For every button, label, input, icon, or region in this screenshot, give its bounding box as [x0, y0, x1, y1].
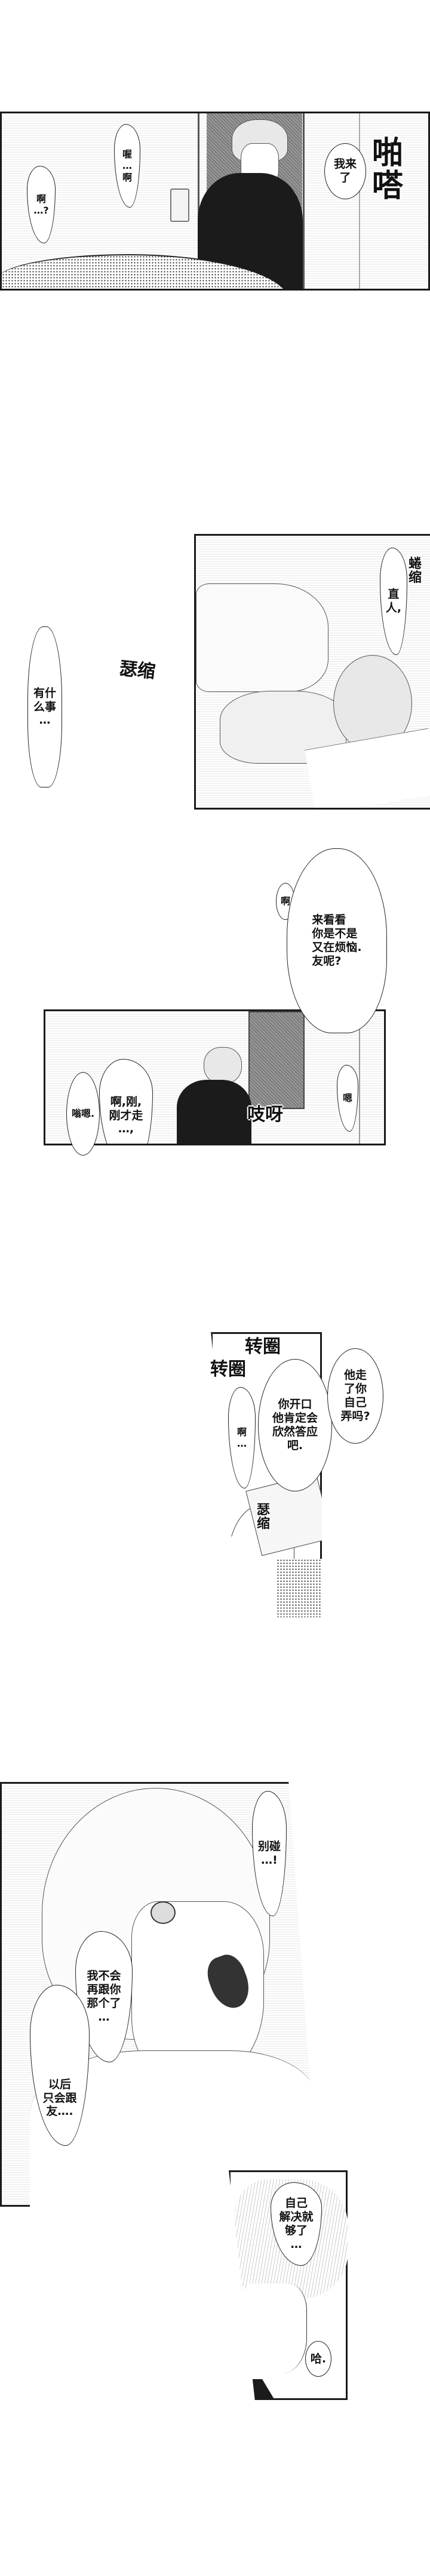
speech-bubble: 哈.	[305, 2341, 331, 2377]
panel-1: 喔 … 啊 啊 …? 我来 了 啪 嗒	[0, 112, 430, 291]
eye	[150, 1901, 176, 1924]
sound-effect: 瑟 缩	[257, 1503, 271, 1532]
door-frame-right	[303, 113, 305, 289]
panel-2: 直 人, 蜷 缩	[194, 534, 430, 810]
sound-effect: 转圈	[245, 1336, 281, 1357]
light-switch	[170, 189, 189, 222]
bubble-text: 自己 解决就 够了 …	[279, 2197, 314, 2251]
sound-effect: 啪 嗒	[372, 135, 404, 204]
sound-effect: 瑟缩	[118, 657, 156, 683]
speech-bubble: 喔 … 啊	[114, 124, 140, 208]
speech-bubble: 啊,刚, 刚才走 …,	[99, 1059, 153, 1144]
bubble-text: 嗡嗯.	[71, 1108, 95, 1120]
panel-6: 自己 解决就 够了 … 哈.	[229, 2170, 348, 2400]
bubble-text: 嗯	[342, 1092, 352, 1104]
door-frame-left	[198, 113, 199, 289]
wall-line	[359, 1011, 360, 1144]
wall-line	[359, 113, 360, 289]
clothing-shadow	[277, 1559, 322, 1617]
bubble-text: 啊	[280, 895, 290, 907]
character-hair	[204, 1047, 242, 1084]
bubble-text: 我来 了	[333, 157, 357, 184]
sound-effect: 蜷 缩	[408, 557, 422, 586]
bubble-text: 来看看 你是不是 又在烦恼. 友呢?	[312, 913, 362, 968]
bubble-text: 直 人,	[385, 588, 402, 614]
bubble-text: 啊 …?	[33, 193, 49, 216]
window	[248, 1011, 305, 1109]
speech-bubble: 直 人,	[380, 548, 407, 655]
bubble-text: 啊 …	[236, 1426, 247, 1449]
arm-sleeve	[196, 583, 328, 692]
speech-bubble: 我不会 再跟你 那个了 …	[75, 1931, 133, 2062]
speech-bubble: 嗯	[337, 1065, 358, 1132]
bubble-text: 有什 么事 …	[33, 686, 56, 727]
speech-bubble: 啊 …?	[27, 166, 56, 243]
speech-bubble: 嗡嗯.	[66, 1072, 100, 1156]
sound-effect: 转圈	[210, 1359, 246, 1380]
bubble-text: 以后 只会跟 友….	[42, 2077, 77, 2118]
bubble-text: 你开口 他肯定会 欣然答应 吧.	[272, 1398, 318, 1452]
bubble-text: 我不会 再跟你 那个了 …	[87, 1969, 121, 2024]
sound-effect: 吱呀	[247, 1104, 283, 1125]
speech-bubble: 来看看 你是不是 又在烦恼. 友呢?	[287, 848, 387, 1033]
character-hoodie	[177, 1080, 251, 1144]
bubble-text: 哈.	[310, 2352, 327, 2365]
speech-bubble: 有什 么事 …	[27, 626, 62, 787]
bubble-text: 喔 … 啊	[122, 149, 132, 183]
panel-5: 别碰 …! 我不会 再跟你 那个了 … 以后 只会跟 友….	[0, 1782, 319, 2207]
bubble-text: 他走 了你 自己 弄吗?	[340, 1369, 370, 1423]
bubble-text: 别碰 …!	[257, 1840, 281, 1867]
speech-bubble: 以后 只会跟 友….	[30, 1985, 90, 2146]
speech-bubble: 你开口 他肯定会 欣然答应 吧.	[258, 1359, 332, 1491]
character-profile	[247, 2284, 307, 2373]
speech-bubble: 他走 了你 自己 弄吗?	[327, 1348, 383, 1444]
speech-bubble: 我来 了	[324, 143, 366, 199]
bubble-text: 啊,刚, 刚才走 …,	[109, 1095, 143, 1136]
